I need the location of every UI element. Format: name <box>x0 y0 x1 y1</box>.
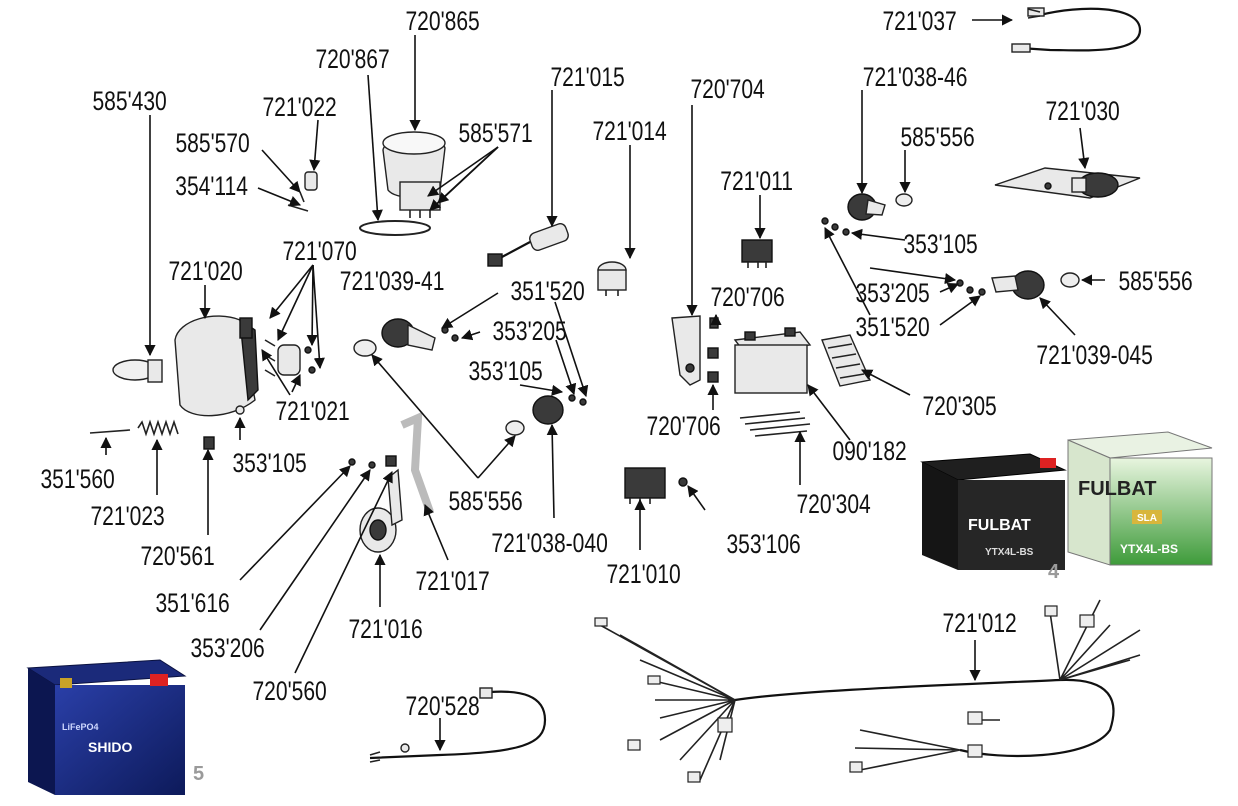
battery-cushions-illustration <box>707 317 719 383</box>
label-585430: 585'430 <box>92 87 166 117</box>
label-721015: 721'015 <box>550 63 624 93</box>
label-721030: 721'030 <box>1045 97 1119 127</box>
horn-illustration <box>348 411 434 553</box>
label-720560: 720'560 <box>252 677 326 707</box>
label-090182: 090'182 <box>832 437 906 467</box>
fulbat-brand-green: FULBAT <box>1078 478 1157 500</box>
label-585556-mid: 585'556 <box>448 487 522 517</box>
battery-bracket-illustration <box>671 315 701 386</box>
label-720304: 720'304 <box>796 490 870 520</box>
battery-090182-illustration <box>733 327 812 394</box>
label-585556-right: 585'556 <box>1118 267 1192 297</box>
label-720706-top: 720'706 <box>710 283 784 313</box>
fulbat-model-black: YTX4L-BS <box>985 547 1034 558</box>
label-720867: 720'867 <box>315 45 389 75</box>
photo-number-5: 5 <box>193 763 204 785</box>
label-721020: 721'020 <box>168 257 242 287</box>
speedometer-illustration <box>359 131 446 236</box>
label-351616: 351'616 <box>155 589 229 619</box>
label-721021: 721'021 <box>275 397 349 427</box>
label-353105-left: 353'105 <box>232 449 306 479</box>
relay-721030-illustration <box>994 167 1141 199</box>
turn-signal-front-left-illustration <box>353 318 459 357</box>
relay-721011-illustration <box>741 239 773 268</box>
battery-pad-illustration <box>821 334 871 387</box>
label-721022: 721'022 <box>262 93 336 123</box>
label-721070: 721'070 <box>282 237 356 267</box>
label-351520-right: 351'520 <box>855 313 929 343</box>
fulbat-brand-black: FULBAT <box>968 517 1031 534</box>
label-353106: 353'106 <box>726 530 800 560</box>
photo-fulbat-batteries: FULBAT YTX4L-BS FULBAT SLA YTX4L-BS 4 <box>920 431 1213 583</box>
label-720305: 720'305 <box>922 392 996 422</box>
label-721014: 721'014 <box>592 117 666 147</box>
cable-720528-illustration <box>369 687 547 763</box>
switch-721015-illustration <box>487 223 569 267</box>
label-720865: 720'865 <box>405 7 479 37</box>
label-721023: 721'023 <box>90 502 164 532</box>
socket-721014-illustration <box>597 261 627 296</box>
turn-signals-right-illustration <box>821 193 1080 300</box>
shido-brand: SHIDO <box>88 739 132 755</box>
battery-strips-illustration <box>739 411 811 437</box>
part-labels: 720'865 720'867 721'037 585'430 721'022 … <box>40 7 1192 722</box>
label-353105-right: 353'105 <box>903 230 977 260</box>
label-721010: 721'010 <box>606 560 680 590</box>
label-721038-46: 721'038-46 <box>863 63 968 93</box>
label-720706-bottom: 720'706 <box>646 412 720 442</box>
fulbat-model-green: YTX4L-BS <box>1120 542 1178 556</box>
label-585556-top: 585'556 <box>900 123 974 153</box>
label-721012: 721'012 <box>942 609 1016 639</box>
label-721039-41: 721'039-41 <box>340 267 445 297</box>
label-585571: 585'571 <box>458 119 532 149</box>
shido-model: LiFePO4 <box>62 722 99 732</box>
label-721011: 721'011 <box>720 167 793 197</box>
label-351520-left: 351'520 <box>510 277 584 307</box>
label-353205-left: 353'205 <box>492 317 566 347</box>
label-721037: 721'037 <box>882 7 956 37</box>
label-720561: 720'561 <box>140 542 214 572</box>
label-354114: 354'114 <box>175 172 248 202</box>
label-720528: 720'528 <box>405 692 479 722</box>
label-353105-mid: 353'105 <box>468 357 542 387</box>
leader-lines <box>100 14 1105 752</box>
photo-number-4: 4 <box>1048 561 1060 583</box>
photo-shido-battery: SHIDO LiFePO4 5 <box>26 659 204 795</box>
label-721017: 721'017 <box>415 567 489 597</box>
label-353205-right: 353'205 <box>855 279 929 309</box>
label-721038-040: 721'038-040 <box>491 529 607 559</box>
cable-721037-illustration <box>1011 7 1142 53</box>
small-bulb-illustration <box>287 171 318 212</box>
label-721016: 721'016 <box>348 615 422 645</box>
label-721039-045: 721'039-045 <box>1036 341 1152 371</box>
label-353206: 353'206 <box>190 634 264 664</box>
headlight-illustration <box>112 315 316 417</box>
label-720704: 720'704 <box>690 75 764 105</box>
regulator-illustration <box>624 467 688 504</box>
label-585570: 585'570 <box>175 129 249 159</box>
main-harness-illustration <box>594 599 1141 783</box>
fulbat-badge-sla: SLA <box>1137 513 1157 524</box>
screw-spring-illustration <box>89 419 215 450</box>
turn-signal-rear-left-illustration <box>505 394 587 436</box>
label-351560: 351'560 <box>40 465 114 495</box>
